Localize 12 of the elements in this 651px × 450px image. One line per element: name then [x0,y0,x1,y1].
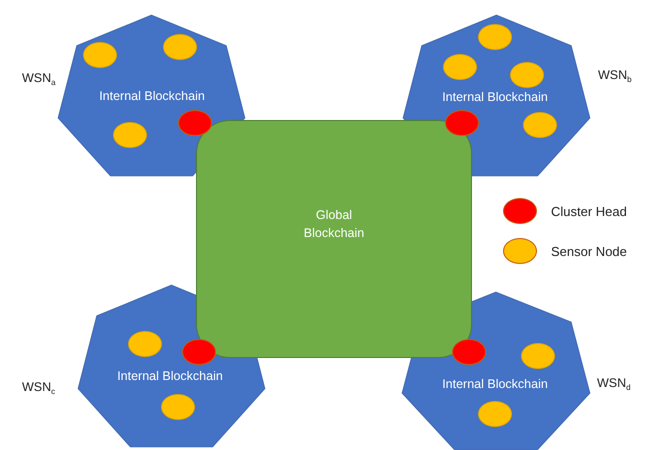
wsn-label: WSN$_{c}$ [22,380,56,396]
legend-label: Sensor Node [551,244,627,258]
wsn-label: WSN$_{a}$ [22,71,56,87]
wsn-label: WSN$_{b}$ [598,68,632,84]
legend-label: Cluster Head [551,204,627,218]
wsn-label: WSN$_{d}$ [597,376,631,392]
global-blockchain-box [196,120,472,358]
network-label: Internal Blockchain [117,369,223,383]
network-label: Internal Blockchain [442,377,548,391]
global-blockchain-label: Global Blockchain [302,206,366,242]
network-label: Internal Blockchain [442,90,548,104]
network-label: Internal Blockchain [99,89,205,103]
